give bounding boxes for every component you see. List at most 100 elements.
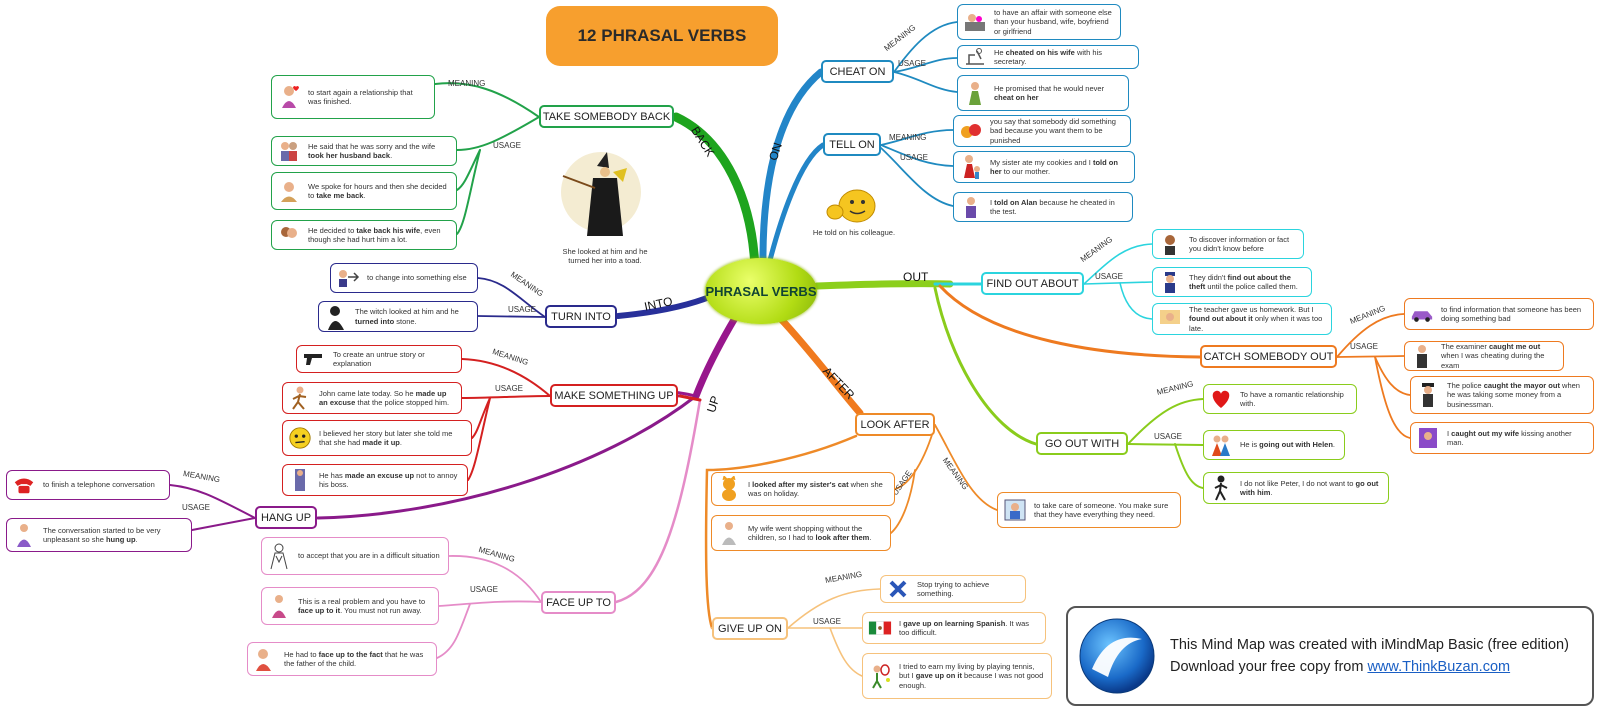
verb-tell-on: TELL ON: [823, 133, 881, 156]
imindmap-banner: This Mind Map was created with iMindMap …: [1066, 606, 1594, 706]
usage-text: He decided to take back his wife, even t…: [308, 225, 441, 244]
connector-line: [829, 627, 863, 677]
meaning-text: to take care of someone. You make sure t…: [1034, 500, 1169, 519]
smiley-caption: He told on his colleague.: [812, 228, 896, 237]
teacher-icon: [1158, 306, 1182, 332]
meaning-box: to start again a relationship that was f…: [271, 75, 435, 119]
usage-box: This is a real problem and you have to f…: [261, 587, 439, 625]
connector-line: [614, 398, 702, 604]
meaning-box: to have an affair with someone else than…: [957, 4, 1121, 40]
connector-line: [880, 147, 954, 207]
meaning-box: To create an untrue story or explanation: [296, 345, 462, 373]
student-icon: [959, 194, 983, 220]
connector-line: [938, 284, 1202, 359]
usage-text: He promised that he would never cheat on…: [994, 83, 1105, 102]
connector-line: [933, 286, 1038, 446]
usage-box: John came late today. So he made up an e…: [282, 382, 462, 414]
usage-label: USAGE: [470, 585, 499, 594]
connector-line: [467, 397, 491, 481]
usage-box: The police caught the mayor out when he …: [1410, 376, 1594, 414]
usage-text: We spoke for hours and then she decided …: [308, 181, 447, 200]
walking-man-icon: [1209, 475, 1233, 501]
cat-icon: [717, 476, 741, 502]
usage-box: The teacher gave us homework. But I foun…: [1152, 303, 1332, 335]
connector-line: [1127, 443, 1204, 446]
connector-line: [678, 394, 702, 402]
connector-line: [1374, 356, 1411, 439]
meaning-text: To have a romantic relationship with.: [1240, 389, 1344, 408]
tennis-player-icon: [868, 663, 892, 689]
usage-text: My sister ate my cookies and I told on h…: [990, 157, 1118, 176]
transform-icon: [336, 265, 360, 291]
usage-box: The conversation started to be very unpl…: [6, 518, 192, 552]
meaning-box: to take care of someone. You make sure t…: [997, 492, 1181, 528]
usage-box: He decided to take back his wife, even t…: [271, 220, 457, 250]
meaning-text: To discover information or fact you didn…: [1189, 234, 1290, 253]
usage-box: We spoke for hours and then she decided …: [271, 172, 457, 210]
verb-make-something-up: MAKE SOMETHING UP: [550, 384, 678, 407]
meaning-text: to start again a relationship that was f…: [308, 87, 413, 106]
usage-label: USAGE: [182, 503, 211, 512]
imindmap-logo-icon: [1079, 618, 1155, 694]
usage-box: My wife went shopping without the childr…: [711, 515, 891, 551]
usage-text: The conversation started to be very unpl…: [43, 525, 161, 544]
smiley-illustration: [826, 189, 876, 223]
usage-text: He said that he was sorry and the wife t…: [308, 141, 436, 160]
connector-line: [1083, 281, 1153, 285]
connector-line: [776, 314, 864, 417]
usage-text: The witch looked at him and he turned in…: [355, 307, 459, 326]
usage-text: I believed her story but later she told …: [319, 428, 453, 447]
usage-box: I do not like Peter, I do not want to go…: [1203, 472, 1389, 504]
connector-line: [448, 555, 542, 603]
connector-line: [765, 142, 826, 271]
verb-find-out-about: FIND OUT ABOUT: [981, 272, 1084, 295]
banner-line2: Download your free copy from www.ThinkBu…: [1170, 659, 1511, 675]
usage-label: USAGE: [493, 141, 522, 150]
meaning-box: you say that somebody did something bad …: [953, 115, 1131, 147]
connector-line: [169, 484, 256, 519]
woman-phone-icon: [12, 522, 36, 548]
usage-box: I caught out my wife kissing another man…: [1410, 422, 1594, 454]
usage-text: The examiner caught me out when I was ch…: [1441, 341, 1545, 370]
policeman-icon: [1416, 382, 1440, 408]
woman-heart-icon: [277, 84, 301, 110]
connector-line: [461, 358, 551, 397]
connector-line: [434, 82, 540, 118]
central-topic: PHRASAL VERBS: [705, 258, 817, 324]
connector-line: [692, 314, 739, 400]
connector-line: [191, 517, 256, 531]
connector-line: [471, 397, 491, 439]
connector-line: [477, 277, 546, 318]
usage-box: I gave up on learning Spanish. It was to…: [862, 612, 1046, 644]
usage-label: USAGE: [1154, 432, 1183, 441]
usage-text: The police caught the mayor out when he …: [1447, 380, 1580, 409]
page-title: 12 PHRASAL VERBS: [546, 6, 778, 66]
caregiver-icon: [1003, 497, 1027, 523]
heart-icon: [1209, 386, 1233, 412]
usage-text: My wife went shopping without the childr…: [748, 523, 872, 542]
meaning-box: to change into something else: [330, 263, 478, 293]
hug-icon: [277, 222, 301, 248]
usage-box: He promised that he would never cheat on…: [957, 75, 1129, 111]
usage-label: USAGE: [1350, 342, 1379, 351]
thinkbuzan-link[interactable]: www.ThinkBuzan.com: [1367, 659, 1511, 675]
branch-label-out: OUT: [903, 270, 929, 284]
silhouette-icon: [324, 304, 348, 330]
usage-text: They didn't find out about the theft unt…: [1189, 272, 1298, 291]
verb-catch-somebody-out: CATCH SOMEBODY OUT: [1200, 345, 1337, 368]
connector-line: [456, 116, 540, 151]
usage-text: He cheated on his wife with his secretar…: [994, 47, 1102, 66]
connector-line: [759, 68, 825, 272]
meaning-box: To discover information or fact you didn…: [1152, 229, 1304, 259]
connector-line: [316, 394, 698, 520]
connector-line: [438, 600, 542, 607]
confused-face-icon: [288, 425, 312, 451]
fruit-icon: [959, 118, 983, 144]
couple-icon: [277, 138, 301, 164]
witch-caption: She looked at him and he turned her into…: [562, 247, 648, 266]
verb-take-somebody-back: TAKE SOMEBODY BACK: [539, 105, 674, 128]
usage-box: The witch looked at him and he turned in…: [318, 301, 478, 332]
gun-icon: [302, 346, 326, 372]
